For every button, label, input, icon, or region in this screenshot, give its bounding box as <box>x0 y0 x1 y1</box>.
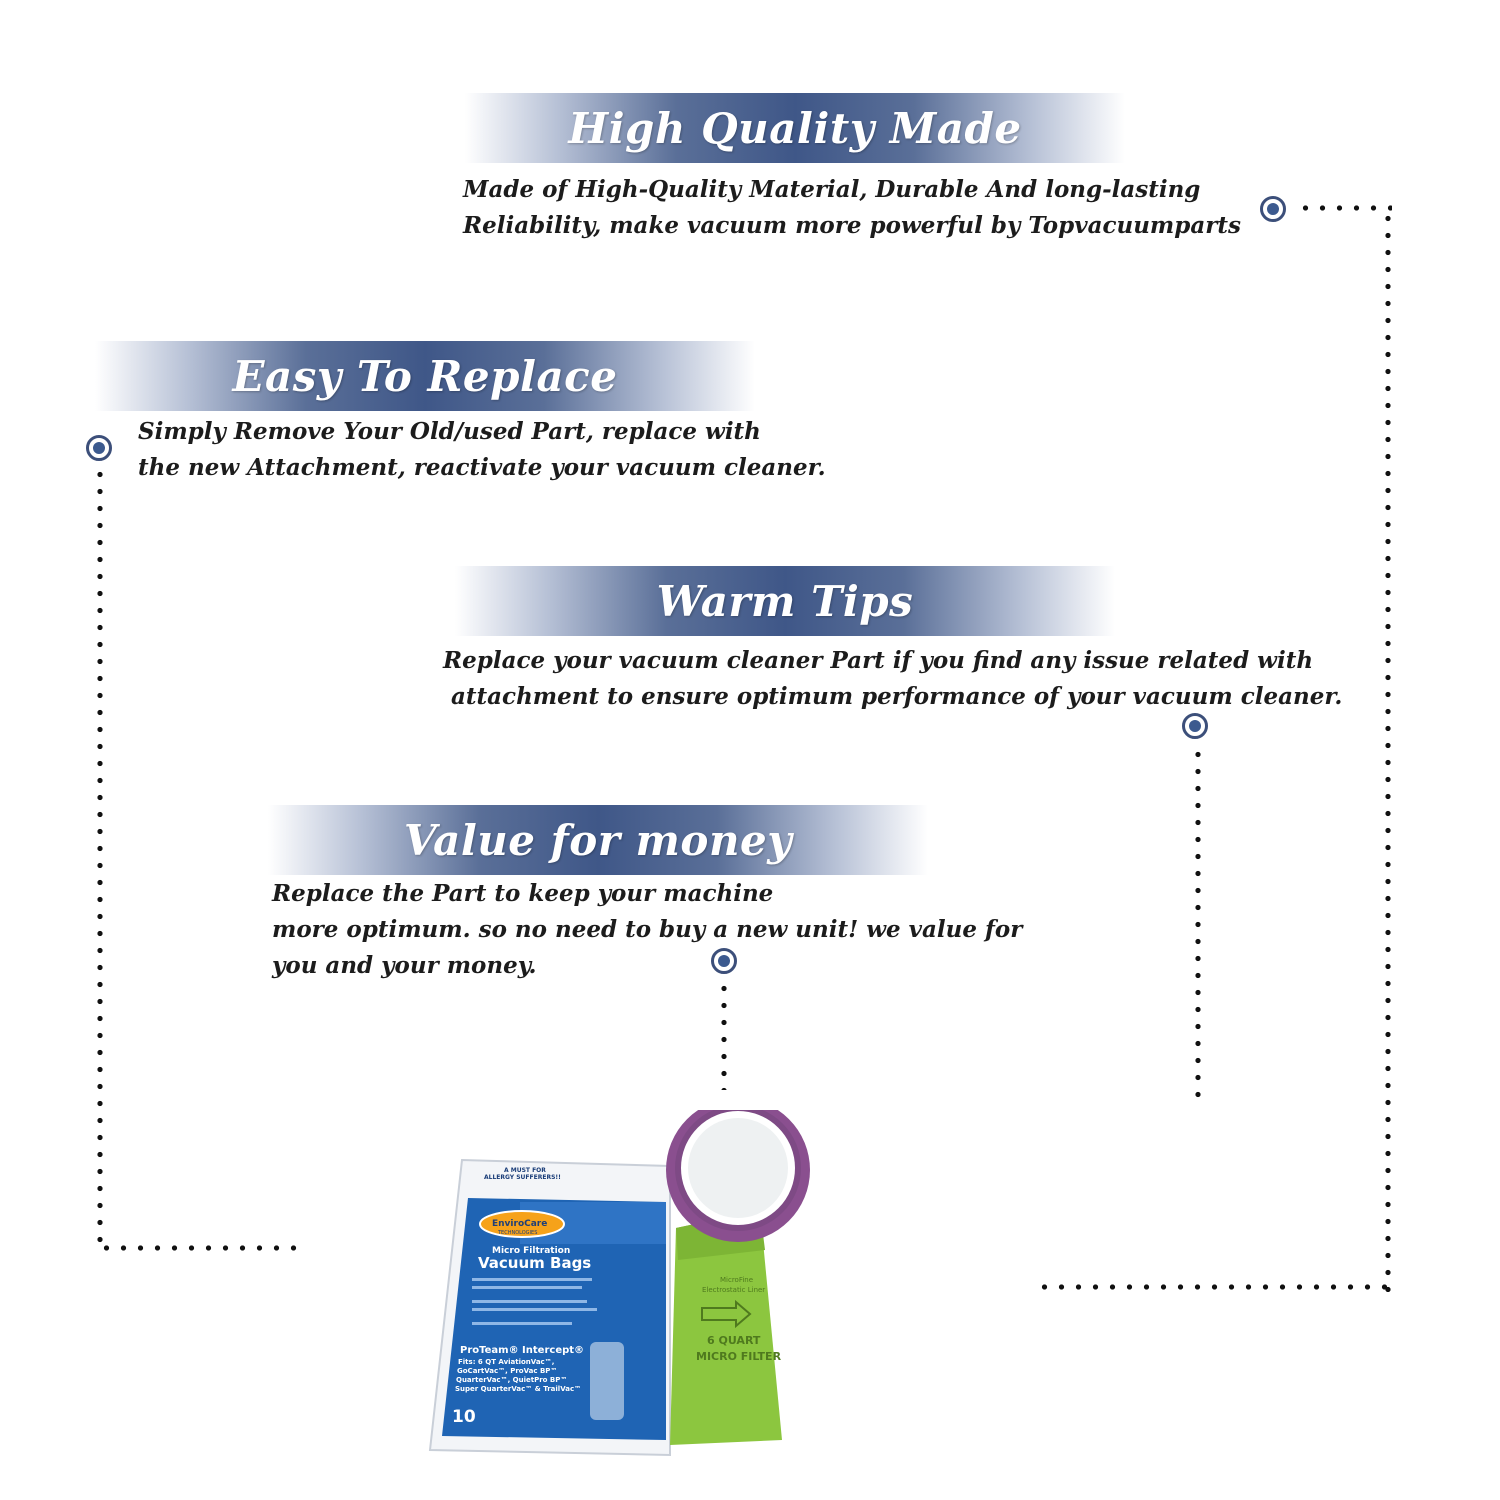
warm-tips-line-1: Replace your vacuum cleaner Part if you … <box>443 647 1314 674</box>
easy-replace-description: Simply Remove Your Old/used Part, replac… <box>138 414 826 486</box>
value-money-line-3: you and your money. <box>272 952 537 979</box>
green-filter-bag: MicroFine Electrostatic Liner 6 QUART MI… <box>666 1110 810 1445</box>
brand-logo: EnviroCare <box>492 1219 547 1229</box>
marker-dot-icon <box>86 435 112 461</box>
connector-dots <box>721 980 727 1090</box>
package-name: Vacuum Bags <box>478 1254 591 1272</box>
connector-dots <box>97 466 103 1253</box>
package-model: ProTeam® Intercept® <box>460 1345 584 1356</box>
value-money-line-2: more optimum. so no need to buy a new un… <box>272 916 1023 943</box>
value-money-line-1: Replace the Part to keep your machine <box>272 880 774 907</box>
warm-tips-line-2: attachment to ensure optimum performance… <box>443 683 1343 710</box>
bag-label-2: MICRO FILTER <box>696 1350 782 1363</box>
easy-replace-title: Easy To Replace <box>232 351 618 401</box>
package-fits-1: Fits: 6 QT AviationVac™, <box>458 1358 554 1366</box>
bag-line-2: Electrostatic Liner <box>702 1286 765 1294</box>
bag-label-1: 6 QUART <box>707 1334 761 1347</box>
connector-dots <box>1036 1284 1392 1290</box>
connector-dots <box>1195 746 1201 1108</box>
package-subtitle: Micro Filtration <box>492 1246 570 1256</box>
connector-dots <box>98 1245 300 1251</box>
high-quality-title: High Quality Made <box>568 103 1022 153</box>
vacuum-bag-package: A MUST FOR ALLERGY SUFFERERS!! EnviroCar… <box>428 1158 671 1457</box>
marker-dot-icon <box>1182 713 1208 739</box>
brand-logo-sub: TECHNOLOGIES <box>497 1230 537 1236</box>
package-top-line-2: ALLERGY SUFFERERS!! <box>484 1174 561 1181</box>
warm-tips-title: Warm Tips <box>656 576 914 626</box>
warm-tips-banner: Warm Tips <box>455 566 1115 636</box>
value-money-description: Replace the Part to keep your machine mo… <box>272 876 1022 984</box>
connector-dots <box>1385 210 1391 1292</box>
package-count: 10 <box>452 1407 476 1427</box>
connector-dots <box>1297 205 1392 211</box>
marker-dot-icon <box>711 948 737 974</box>
package-fits-3: QuarterVac™, QuietPro BP™ <box>456 1376 567 1384</box>
high-quality-banner: High Quality Made <box>465 93 1125 163</box>
high-quality-line-1: Made of High-Quality Material, Durable A… <box>463 176 1201 203</box>
high-quality-line-2: Reliability, make vacuum more powerful b… <box>463 212 1241 239</box>
product-image: A MUST FOR ALLERGY SUFFERERS!! EnviroCar… <box>428 1110 810 1457</box>
easy-replace-line-2: the new Attachment, reactivate your vacu… <box>138 454 826 481</box>
package-fits-2: GoCartVac™, ProVac BP™ <box>457 1367 557 1375</box>
package-fits-4: Super QuarterVac™ & TrailVac™ <box>455 1385 581 1393</box>
bag-line-1: MicroFine <box>720 1276 753 1284</box>
value-money-banner: Value for money <box>268 805 928 875</box>
high-quality-description: Made of High-Quality Material, Durable A… <box>463 172 1241 244</box>
easy-replace-line-1: Simply Remove Your Old/used Part, replac… <box>138 418 761 445</box>
marker-dot-icon <box>1260 196 1286 222</box>
easy-replace-banner: Easy To Replace <box>95 341 755 411</box>
value-money-title: Value for money <box>403 815 793 865</box>
warm-tips-description: Replace your vacuum cleaner Part if you … <box>443 643 1342 715</box>
package-top-line-1: A MUST FOR <box>504 1167 546 1174</box>
